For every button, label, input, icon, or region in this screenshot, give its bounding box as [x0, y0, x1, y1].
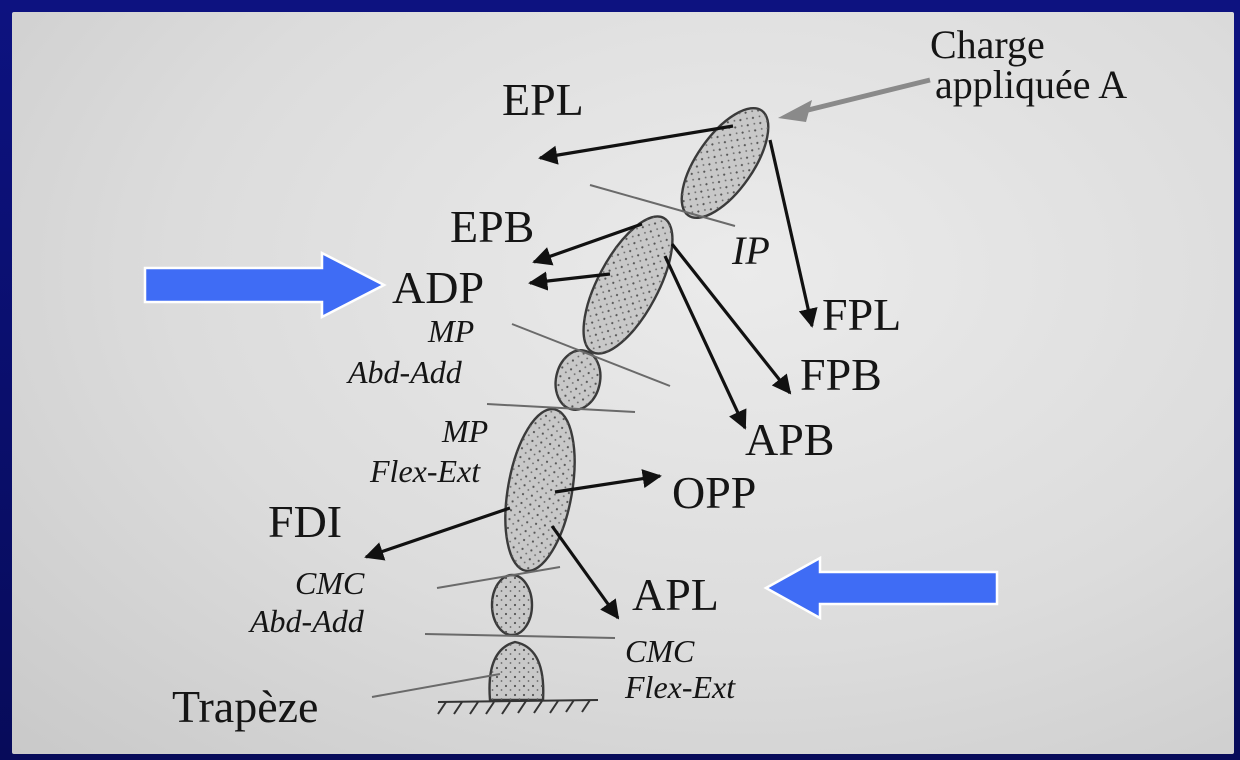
label-epb: EPB — [450, 201, 534, 252]
cmc-flex-ext-axis — [424, 633, 616, 639]
adp-highlight-arrow — [143, 250, 387, 320]
label-cmc-flex-ext-2: Flex-Ext — [624, 669, 736, 705]
adp-arrow — [528, 271, 611, 291]
load-label-line2: appliquée A — [935, 62, 1127, 107]
epb-arrow — [532, 222, 643, 266]
mp-flex-ext-axis — [486, 403, 636, 413]
muscle-force-arrows — [364, 124, 818, 620]
label-fpl: FPL — [822, 289, 901, 340]
opp-arrow — [554, 469, 662, 494]
ground-hatch — [437, 699, 599, 715]
label-cmc-abd-add-1: CMC — [295, 565, 365, 601]
trapezium-bone-dots — [489, 642, 544, 700]
mp-abd-add-axis — [511, 323, 671, 387]
label-epl: EPL — [502, 74, 584, 125]
label-mp-abd-add-2: Abd-Add — [346, 354, 463, 390]
label-opp: OPP — [672, 467, 756, 518]
label-ip: IP — [731, 228, 770, 273]
trapeze-pointer — [371, 673, 501, 698]
fdi-arrow — [364, 506, 511, 561]
label-trapeze: Trapèze — [172, 681, 318, 732]
proximal-phalanx-dots — [583, 216, 673, 354]
apb-arrow — [663, 255, 747, 430]
label-apl: APL — [632, 569, 719, 620]
apl-arrow — [550, 525, 620, 620]
label-fpb: FPB — [800, 349, 882, 400]
load-arrowhead — [778, 100, 812, 122]
diagram-photo — [12, 12, 1234, 754]
cmc-segment-dots — [492, 575, 532, 635]
label-mp-flex-ext-2: Flex-Ext — [369, 453, 481, 489]
epl-arrow — [538, 124, 734, 165]
label-cmc-abd-add-2: Abd-Add — [248, 603, 365, 639]
fpb-arrow — [670, 243, 792, 395]
label-cmc-flex-ext-1: CMC — [625, 633, 695, 669]
ip-axis — [589, 184, 736, 227]
metacarpal-dots — [505, 409, 575, 571]
label-adp: ADP — [392, 262, 484, 313]
label-fdi: FDI — [268, 496, 342, 547]
label-mp-abd-add-1: MP — [427, 313, 474, 349]
label-mp-flex-ext-1: MP — [441, 413, 488, 449]
distal-phalanx-dots — [681, 108, 769, 218]
load-line — [799, 77, 931, 115]
joint-axis-lines — [371, 184, 736, 698]
label-apb: APB — [745, 414, 834, 465]
sesamoid-segment-dots — [555, 350, 601, 410]
apl-highlight-arrow — [763, 555, 999, 621]
load-label-line1: Charge — [930, 22, 1045, 67]
fpl-arrow — [768, 139, 818, 328]
cmc-abd-add-axis — [436, 566, 561, 589]
